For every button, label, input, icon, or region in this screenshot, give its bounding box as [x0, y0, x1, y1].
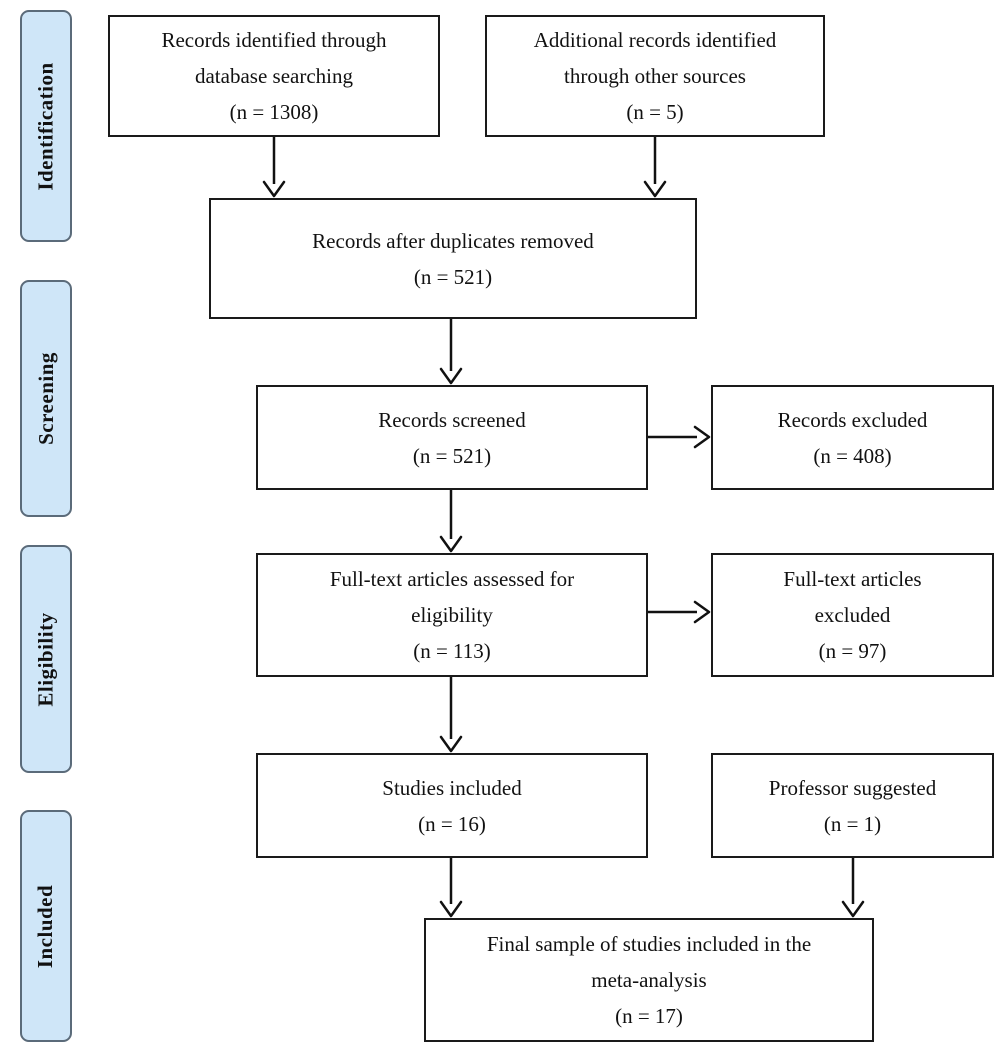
- professor-suggested-line1: Professor suggested: [768, 775, 937, 800]
- phase-identification: Identification: [20, 10, 72, 242]
- studies-included-line1: Studies included: [382, 775, 522, 800]
- arrowhead-professor-to-final: [841, 900, 865, 918]
- duplicates-removed-line1: Records after duplicates removed: [312, 228, 594, 253]
- arrowhead-other-to-duplicates: [643, 180, 667, 198]
- box-professor-suggested: Professor suggested (n = 1): [711, 753, 994, 858]
- records-excluded-count: (n = 408): [813, 443, 892, 468]
- fulltext-excluded-line1: Full-text articles: [783, 567, 922, 591]
- box-fulltext-excluded: Full-text articles excluded (n = 97): [711, 553, 994, 677]
- arrowhead-included-to-final: [439, 900, 463, 918]
- final-sample-count: (n = 17): [615, 1004, 683, 1028]
- box-database-search: Records identified through database sear…: [108, 15, 440, 137]
- fulltext-assessed-count: (n = 113): [413, 639, 491, 663]
- records-screened-count: (n = 521): [412, 443, 492, 468]
- box-other-sources: Additional records identified through ot…: [485, 15, 825, 137]
- arrowhead-database-to-duplicates: [262, 180, 286, 198]
- database-search-line1: Records identified through: [161, 28, 387, 52]
- phase-screening: Screening: [20, 280, 72, 517]
- box-final-sample: Final sample of studies included in the …: [424, 918, 874, 1042]
- duplicates-removed-count: (n = 521): [413, 264, 493, 289]
- fulltext-excluded-line2: excluded: [814, 603, 891, 627]
- records-screened-line1: Records screened: [378, 407, 526, 432]
- final-sample-line1: Final sample of studies included in the: [486, 932, 812, 956]
- final-sample-line2: meta-analysis: [591, 968, 707, 992]
- arrowhead-screened-to-fulltext: [439, 535, 463, 553]
- box-records-screened: Records screened (n = 521): [256, 385, 648, 490]
- box-studies-included: Studies included (n = 16): [256, 753, 648, 858]
- records-excluded-line1: Records excluded: [777, 407, 928, 432]
- database-search-line2: database searching: [194, 64, 353, 88]
- arrowhead-duplicates-to-screened: [439, 367, 463, 385]
- other-sources-count: (n = 5): [626, 100, 684, 124]
- fulltext-assessed-line1: Full-text articles assessed for: [329, 567, 575, 591]
- fulltext-assessed-line2: eligibility: [411, 603, 493, 627]
- arrowhead-screened-to-excluded: [693, 425, 711, 449]
- professor-suggested-count: (n = 1): [823, 811, 882, 836]
- phase-eligibility: Eligibility: [20, 545, 72, 773]
- database-search-count: (n = 1308): [229, 100, 319, 124]
- fulltext-excluded-count: (n = 97): [818, 639, 887, 663]
- phase-included: Included: [20, 810, 72, 1042]
- other-sources-line2: through other sources: [564, 64, 746, 88]
- box-fulltext-assessed: Full-text articles assessed for eligibil…: [256, 553, 648, 677]
- arrowhead-fulltext-to-included: [439, 735, 463, 753]
- box-records-excluded: Records excluded (n = 408): [711, 385, 994, 490]
- other-sources-line1: Additional records identified: [533, 28, 777, 52]
- box-duplicates-removed: Records after duplicates removed (n = 52…: [209, 198, 697, 319]
- studies-included-count: (n = 16): [418, 811, 486, 836]
- arrowhead-fulltext-to-excluded: [693, 600, 711, 624]
